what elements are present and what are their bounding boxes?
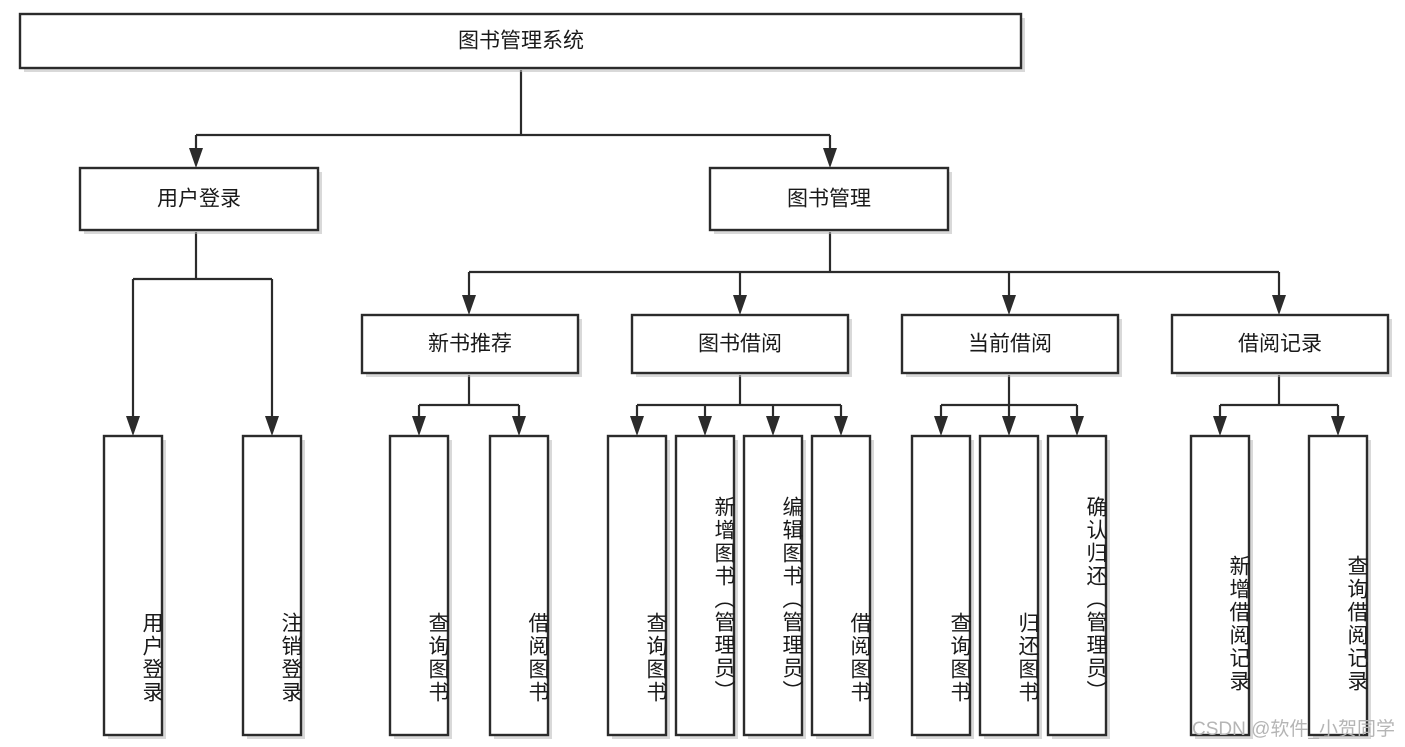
arrow-leaf-add-book xyxy=(698,416,712,436)
arrow-current-borrow xyxy=(1002,295,1016,315)
node-box-leaf-return-book[interactable] xyxy=(978,434,1040,737)
node-label-book-manage: 图书管理 xyxy=(787,188,871,211)
node-label-user-login: 用户登录 xyxy=(157,188,241,211)
arrow-leaf-query-book-3 xyxy=(934,416,948,436)
node-box-book-manage[interactable] xyxy=(708,166,950,232)
node-box-borrow-record[interactable] xyxy=(1170,313,1390,375)
node-box-leaf-user-logout[interactable] xyxy=(241,434,303,737)
node-box-leaf-query-record[interactable] xyxy=(1307,434,1369,737)
node-box-leaf-borrow-book-1[interactable] xyxy=(488,434,550,737)
arrow-leaf-user-login xyxy=(126,416,140,436)
node-label-leaf-edit-book: 编辑图书（管理员） xyxy=(780,496,803,703)
arrow-leaf-query-book-2 xyxy=(630,416,644,436)
node-label-leaf-add-record: 新增借阅记录 xyxy=(1227,554,1250,693)
watermark-text: CSDN @软件_小贺同学 xyxy=(1192,719,1395,740)
node-label-borrow-record: 借阅记录 xyxy=(1238,333,1322,356)
node-label-leaf-query-book-2: 查询图书 xyxy=(644,611,667,704)
arrow-leaf-query-book-1 xyxy=(412,416,426,436)
node-box-leaf-confirm-return[interactable] xyxy=(1046,434,1108,737)
node-box-leaf-add-record[interactable] xyxy=(1189,434,1251,737)
node-label-new-book-recommend: 新书推荐 xyxy=(428,333,512,356)
node-box-leaf-query-book-2[interactable] xyxy=(606,434,668,737)
node-box-leaf-add-book[interactable] xyxy=(674,434,736,737)
node-label-current-borrow: 当前借阅 xyxy=(968,333,1052,356)
arrow-borrow-record xyxy=(1272,295,1286,315)
node-box-leaf-query-book-3[interactable] xyxy=(910,434,972,737)
node-label-leaf-confirm-return: 确认归还（管理员） xyxy=(1084,496,1107,703)
arrow-leaf-edit-book xyxy=(766,416,780,436)
node-label-leaf-return-book: 归还图书 xyxy=(1016,611,1039,704)
node-label-leaf-query-record: 查询借阅记录 xyxy=(1345,554,1368,693)
node-box-book-borrow[interactable] xyxy=(630,313,850,375)
node-label-root: 图书管理系统 xyxy=(458,30,584,53)
node-label-leaf-query-book-1: 查询图书 xyxy=(426,611,449,704)
arrow-leaf-query-record xyxy=(1331,416,1345,436)
arrow-user-login xyxy=(189,148,203,168)
node-label-leaf-add-book: 新增图书（管理员） xyxy=(712,496,735,703)
node-box-leaf-user-login[interactable] xyxy=(102,434,164,737)
node-box-leaf-borrow-book-2[interactable] xyxy=(810,434,872,737)
node-label-leaf-borrow-book-1: 借阅图书 xyxy=(526,611,549,704)
arrow-book-manage xyxy=(823,148,837,168)
arrow-new-book-recommend xyxy=(462,295,476,315)
node-label-leaf-query-book-3: 查询图书 xyxy=(948,611,971,704)
node-label-leaf-borrow-book-2: 借阅图书 xyxy=(848,611,871,704)
arrow-leaf-return-book xyxy=(1002,416,1016,436)
node-box-leaf-edit-book[interactable] xyxy=(742,434,804,737)
arrow-book-borrow xyxy=(733,295,747,315)
node-label-leaf-user-login: 用户登录 xyxy=(140,611,163,704)
arrow-leaf-user-logout xyxy=(265,416,279,436)
node-box-leaf-query-book-1[interactable] xyxy=(388,434,450,737)
node-box-new-book-recommend[interactable] xyxy=(360,313,580,375)
arrow-leaf-add-record xyxy=(1213,416,1227,436)
arrow-leaf-confirm-return xyxy=(1070,416,1084,436)
node-label-book-borrow: 图书借阅 xyxy=(698,333,782,356)
node-box-root[interactable] xyxy=(18,12,1023,70)
arrow-leaf-borrow-book-1 xyxy=(512,416,526,436)
node-layer: 图书管理系统 用户登录 图书管理 新书推荐 图书借阅 当前借阅 借阅记录 xyxy=(18,12,1392,739)
node-box-current-borrow[interactable] xyxy=(900,313,1120,375)
node-label-leaf-user-logout: 注销登录 xyxy=(279,611,302,704)
connector-layer xyxy=(126,70,1345,436)
node-box-user-login[interactable] xyxy=(78,166,320,232)
arrow-leaf-borrow-book-2 xyxy=(834,416,848,436)
